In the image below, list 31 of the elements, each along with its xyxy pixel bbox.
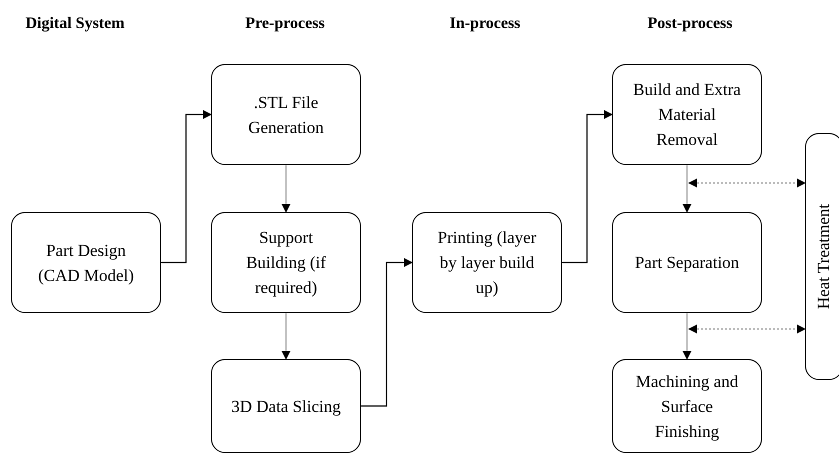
process-label: 3D Data Slicing [231,396,341,418]
process-label: Support Building (if required) [245,227,327,299]
column-heading: In-process [450,14,520,34]
arrow [562,110,613,264]
arrow [688,178,806,188]
process-label: Part Design (CAD Model) [37,240,135,286]
arrow [282,313,290,360]
process-label: Part Separation [634,252,740,274]
process-box [412,212,562,313]
process-label: Build and Extra Material Removal [632,79,742,151]
arrow [161,110,212,264]
process-box [612,64,762,165]
arrow [682,313,692,360]
process-box [211,212,361,313]
process-label: Machining and Surface Finishing [634,370,740,443]
process-box [805,133,839,380]
process-label: .STL File Generation [247,92,325,138]
process-label: Heat Treatment [814,204,834,310]
arrow [682,165,692,213]
process-box [612,212,762,313]
process-box [211,64,361,165]
process-box [612,359,762,453]
arrow [688,324,806,334]
column-heading: Pre-process [245,14,325,34]
process-box [211,359,361,453]
column-heading: Digital System [25,14,125,34]
process-label: Printing (layer by layer build up) [436,227,538,299]
column-heading: Post-process [647,14,733,34]
process-box [11,212,161,313]
arrow [282,165,290,213]
arrow [361,258,413,407]
